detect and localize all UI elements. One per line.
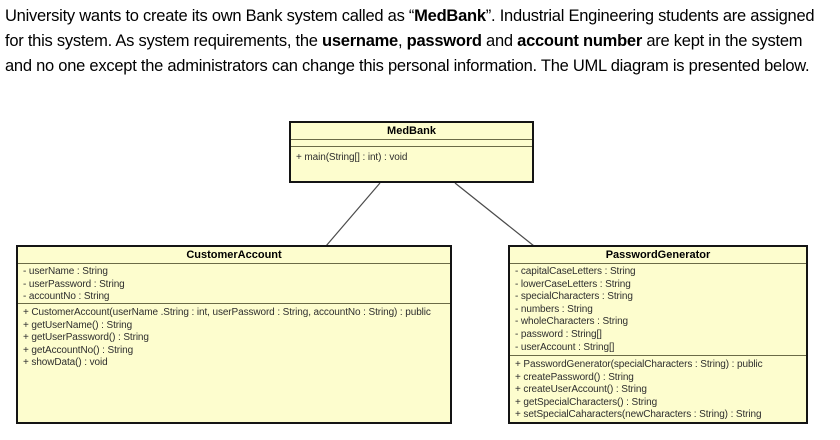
class-member-row: - specialCharacters : String [515, 291, 633, 303]
class-attributes-medbank [291, 140, 532, 147]
class-title-passwordgenerator: PasswordGenerator [510, 247, 806, 264]
class-member-row: + getUserPassword() : String [23, 332, 149, 344]
intro-paragraph: University wants to create its own Bank … [5, 4, 831, 79]
uml-class-medbank: MedBank + main(String[] : int) : void [289, 121, 534, 183]
class-member-row: + PasswordGenerator(specialCharacters : … [515, 359, 763, 370]
class-member-row: + getUserName() : String [23, 319, 133, 331]
connector-medbank-customeraccount [325, 182, 381, 247]
uml-class-passwordgenerator: PasswordGenerator - capitalCaseLetters :… [508, 245, 808, 424]
intro-bold-text: MedBank [414, 7, 486, 25]
class-attributes-customeraccount: - userName : String- userPassword : Stri… [18, 264, 450, 304]
class-member-row: - password : String[] [515, 328, 602, 340]
intro-text: ”. Industrial Engineering students are a… [5, 7, 815, 50]
class-member-row: - userName : String [23, 266, 108, 277]
class-member-row: + getAccountNo() : String [23, 344, 134, 356]
class-member-row: - wholeCharacters : String [515, 316, 629, 328]
class-member-row: - lowerCaseLetters : String [515, 278, 631, 290]
intro-bold-text: password [406, 32, 482, 50]
class-member-row: + createUserAccount() : String [515, 384, 647, 396]
intro-text: , [398, 32, 407, 50]
class-attributes-passwordgenerator: - capitalCaseLetters : String- lowerCase… [510, 264, 806, 356]
class-member-row: + CustomerAccount(userName .String : int… [23, 307, 431, 318]
class-member-row: - userAccount : String[] [515, 341, 615, 353]
intro-text: University wants to create its own Bank … [5, 7, 415, 25]
class-member-row: - accountNo : String [23, 291, 110, 303]
class-member-row: - userPassword : String [23, 278, 125, 290]
class-member-row: + setSpecialCaharacters(newCharacters : … [515, 409, 762, 421]
class-member-row: - capitalCaseLetters : String [515, 266, 636, 277]
class-member-row: + showData() : void [23, 357, 108, 369]
class-member-row: - numbers : String [515, 303, 593, 315]
class-methods-passwordgenerator: + PasswordGenerator(specialCharacters : … [510, 356, 806, 422]
class-title-customeraccount: CustomerAccount [18, 247, 450, 264]
class-member-row: + createPassword() : String [515, 371, 634, 383]
class-member-row: + getSpecialCharacters() : String [515, 396, 658, 408]
uml-class-customeraccount: CustomerAccount - userName : String- use… [16, 245, 452, 424]
class-member-row: + main(String[] : int) : void [296, 152, 408, 163]
connector-medbank-passwordgenerator [454, 182, 535, 247]
class-title-medbank: MedBank [291, 123, 532, 140]
intro-text: and [481, 32, 518, 50]
class-methods-medbank: + main(String[] : int) : void [291, 147, 532, 165]
class-methods-customeraccount: + CustomerAccount(userName .String : int… [18, 304, 450, 370]
intro-bold-text: username [322, 32, 398, 50]
intro-text: are kept in the system and no one except… [5, 32, 810, 75]
intro-bold-text: account number [517, 32, 643, 50]
